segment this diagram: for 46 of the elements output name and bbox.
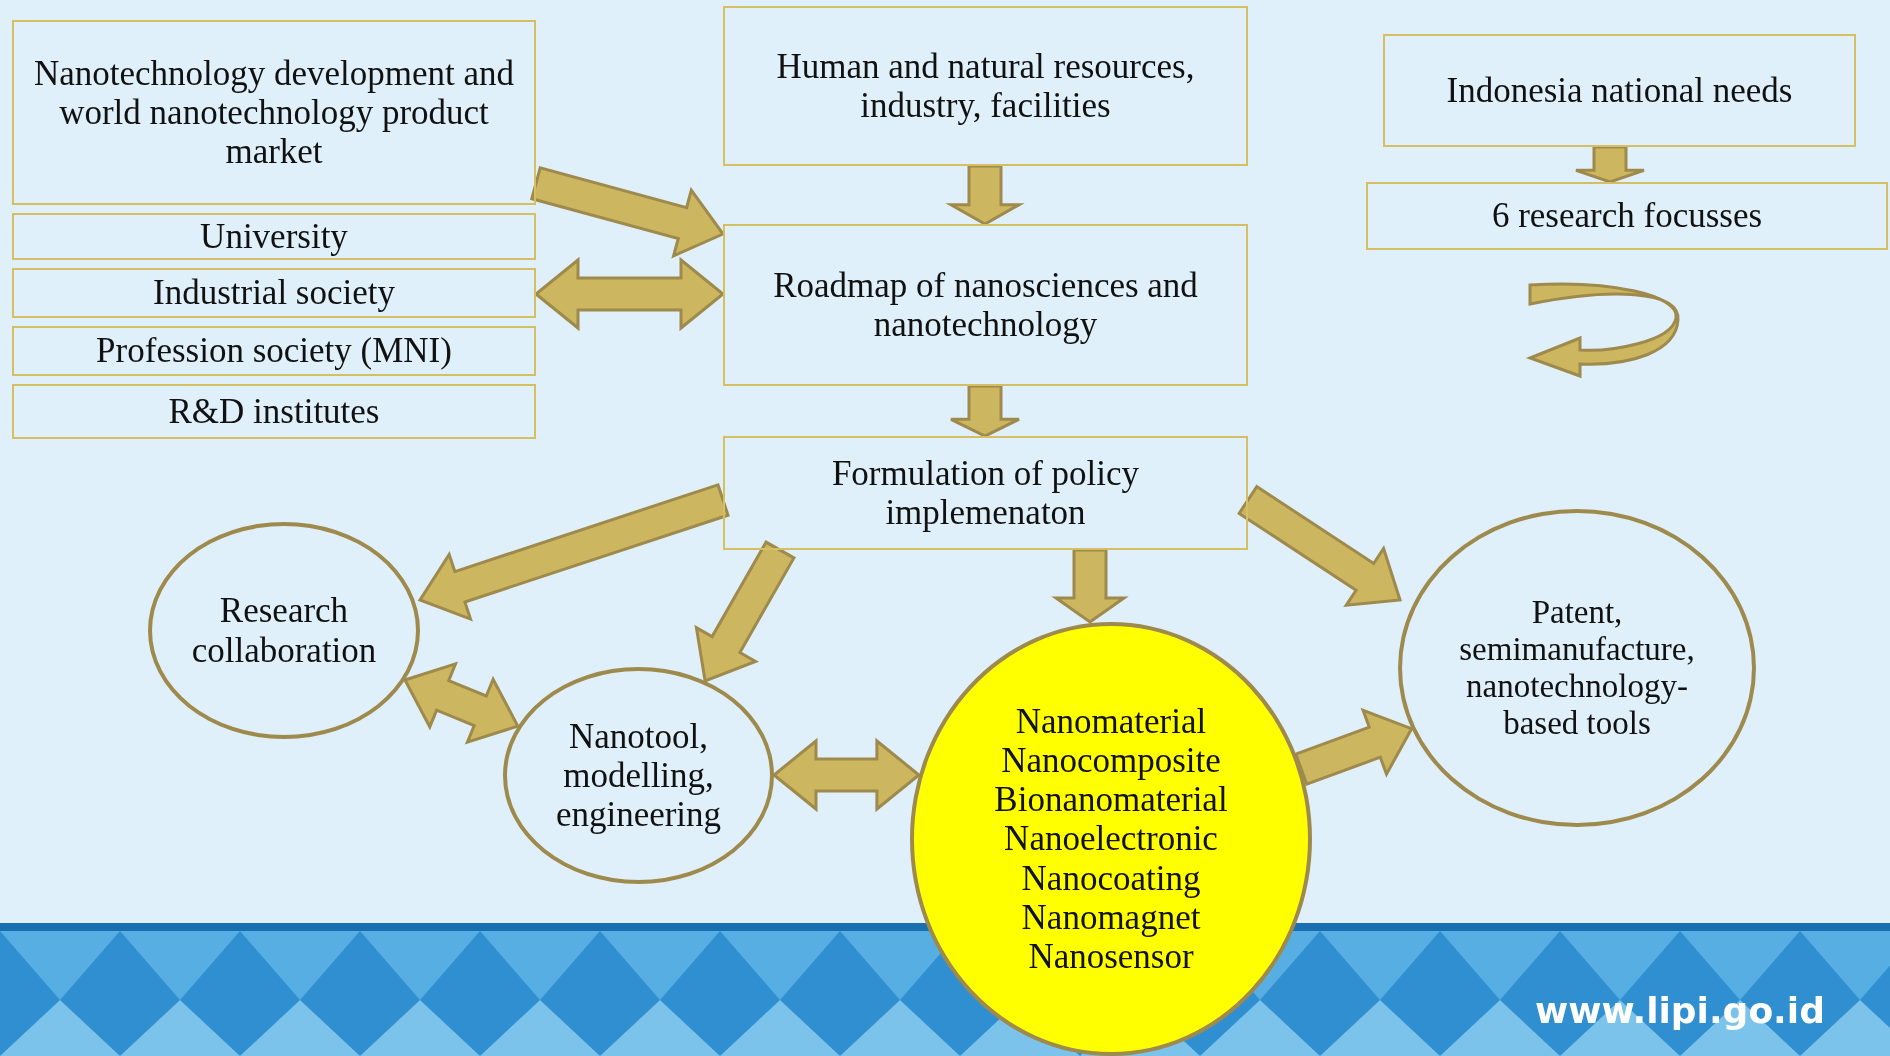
node-text: Bionanomaterial: [994, 780, 1228, 820]
block-arrow: [417, 482, 730, 622]
node-text: Human and natural resources, industry, facilities: [775, 46, 1196, 126]
node-text: 6 research focusses: [1491, 196, 1763, 236]
node-text: Industrial society: [153, 273, 395, 313]
process-box: [723, 6, 1248, 166]
node-text: Roadmap of nanosciences and nanotechnology: [772, 265, 1199, 345]
process-box: [723, 436, 1248, 550]
node-text: Profession society (MNI): [96, 331, 452, 371]
block-arrow: [949, 384, 1021, 438]
block-arrow: [1574, 145, 1646, 184]
ellipse-node: [503, 667, 774, 884]
process-box: [12, 384, 536, 439]
block-arrow: [529, 166, 726, 259]
process-box: [1366, 182, 1888, 250]
process-box: [1383, 34, 1856, 147]
block-arrow: [945, 164, 1025, 226]
block-arrow: [694, 540, 796, 684]
node-text: Nanomaterial: [1015, 701, 1207, 742]
node-text: Nanotechnology development and world nanotechnology product market: [32, 53, 516, 172]
node-text: R&D institutes: [168, 391, 380, 432]
block-arrow: [1237, 484, 1402, 608]
process-box: [12, 268, 536, 318]
block-arrow: [771, 737, 922, 813]
block-arrow: [1051, 548, 1129, 624]
ellipse-node: [148, 522, 420, 739]
node-text: Formulation of policy implemenaton: [830, 453, 1141, 533]
node-text: Nanotool, modelling, engineering: [554, 716, 723, 835]
node-text: Indonesia national needs: [1446, 70, 1793, 111]
process-box: [12, 213, 536, 260]
node-text: Nanomagnet: [1021, 897, 1201, 937]
node-text: Nanosensor: [1028, 936, 1194, 977]
node-text: Nanoelectronic: [1004, 819, 1218, 859]
block-arrow: [533, 256, 726, 332]
node-text: Research collaboration: [190, 591, 378, 670]
node-text: Nanocomposite: [1001, 741, 1221, 781]
node-text: University: [200, 216, 348, 257]
ellipse-node: [1398, 509, 1756, 827]
process-box: [12, 326, 536, 376]
block-arrow: [402, 661, 520, 745]
process-box: [723, 224, 1248, 386]
process-box: [12, 20, 536, 205]
node-text: Nanocoating: [1021, 858, 1201, 898]
web-address: www.lipi.go.id: [1535, 990, 1825, 1031]
block-arrow: [1293, 707, 1414, 787]
node-text: Patent, semimanufacture, nanotechnology-based tools: [1458, 594, 1696, 742]
